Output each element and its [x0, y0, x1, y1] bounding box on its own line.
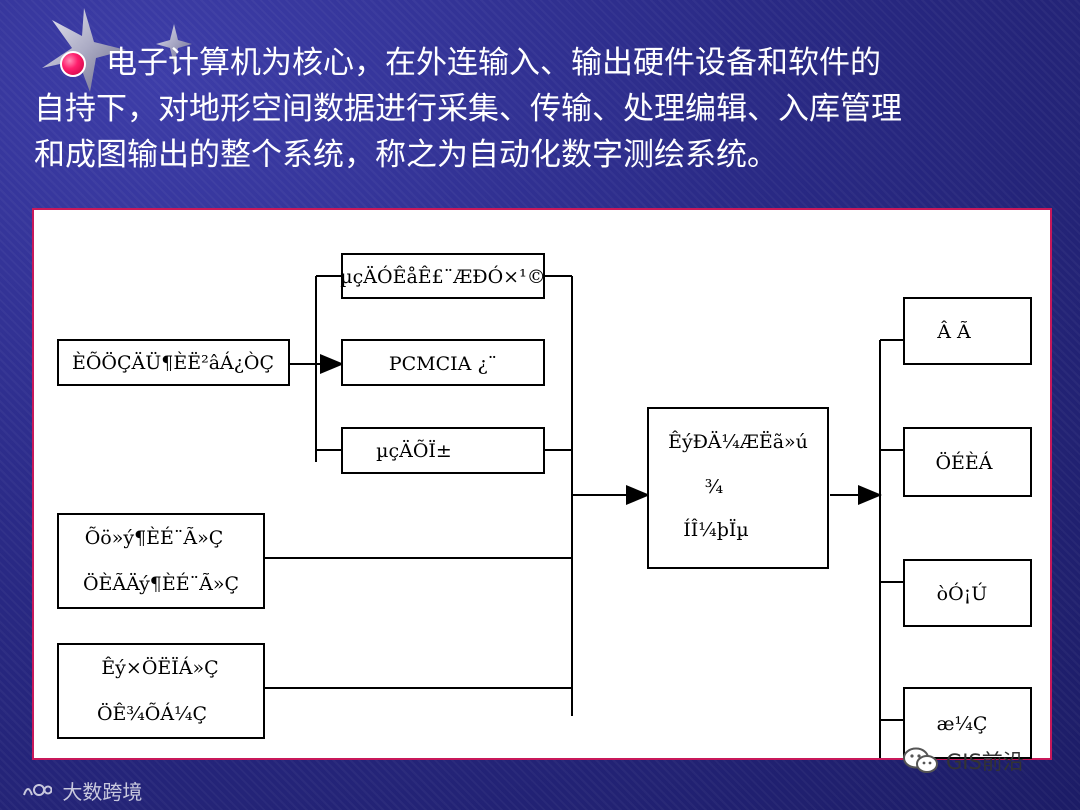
- label-digitizer-1: Êý×ÖËÏÁ»Ç: [101, 656, 218, 679]
- box-interface-3: [341, 427, 545, 474]
- box-interface-1: [341, 253, 545, 299]
- connector-lines: [264, 275, 904, 758]
- label-interface-1: µçÄÓÊåÊ£¨ÆÐÓ×¹©: [340, 265, 545, 288]
- footer-brand-left: 大数跨境: [22, 776, 142, 805]
- box-computer: [647, 407, 829, 569]
- label-computer-2: ¾: [705, 476, 723, 498]
- box-total-station: [57, 339, 290, 386]
- label-total-station: ÈÕÖÇÄÜ¶ÈË²âÁ¿ÒÇ: [72, 351, 274, 374]
- label-output-2: ÖÉÈÁ: [935, 451, 992, 474]
- footer-left-text: 大数跨境: [62, 780, 143, 804]
- label-interface-2: PCMCIA ¿¨: [389, 353, 497, 375]
- label-computer-3: ÍÎ¼þÏµ: [683, 518, 748, 541]
- slide-line-2: 自持下，对地形空间数据进行采集、传输、处理编辑、入库管理: [34, 91, 902, 127]
- label-output-4: æ¼Ç: [937, 713, 988, 735]
- bullet-icon: [60, 51, 86, 77]
- box-output-1: [903, 297, 1032, 365]
- label-output-3: òÓ¡Ú: [937, 582, 988, 605]
- slide-line-3: 和成图输出的整个系统，称之为自动化数字测绘系统。: [34, 137, 778, 173]
- box-interface-2: [341, 339, 545, 386]
- footer-brand-right: GIS前沿: [902, 746, 1024, 776]
- system-diagram: ÈÕÖÇÄÜ¶ÈË²âÁ¿ÒÇ µçÄÓÊåÊ£¨ÆÐÓ×¹© PCMCIA ¿…: [32, 208, 1052, 760]
- box-output-2: [903, 427, 1032, 497]
- label-output-1: Â Ã: [936, 320, 971, 343]
- box-scanner: [57, 513, 265, 609]
- star-icon: [42, 8, 192, 92]
- wechat-icon: [903, 747, 938, 773]
- label-scanner-1: Õö»ý¶ÈÉ¨Ã»Ç: [85, 526, 224, 549]
- box-digitizer: [57, 643, 265, 739]
- label-interface-3: µçÄÕÏ±: [376, 439, 452, 462]
- footer-right-text: GIS前沿: [946, 750, 1024, 774]
- label-scanner-2: ÖÈÃÄý¶ÈÉ¨Ã»Ç: [83, 572, 239, 595]
- slide-paragraph: 电子计算机为核心，在外连输入、输出硬件设备和软件的 自持下，对地形空间数据进行采…: [34, 40, 1054, 178]
- label-computer-1: ÊýÐÄ¼ÆËã»ú: [668, 430, 808, 453]
- logo-icon: [22, 780, 53, 804]
- box-output-3: [903, 559, 1032, 627]
- box-output-4: [903, 687, 1032, 759]
- slide-line-1: 电子计算机为核心，在外连输入、输出硬件设备和软件的: [106, 45, 881, 81]
- label-digitizer-2: ÖÊ¾ÕÁ¼Ç: [97, 702, 207, 725]
